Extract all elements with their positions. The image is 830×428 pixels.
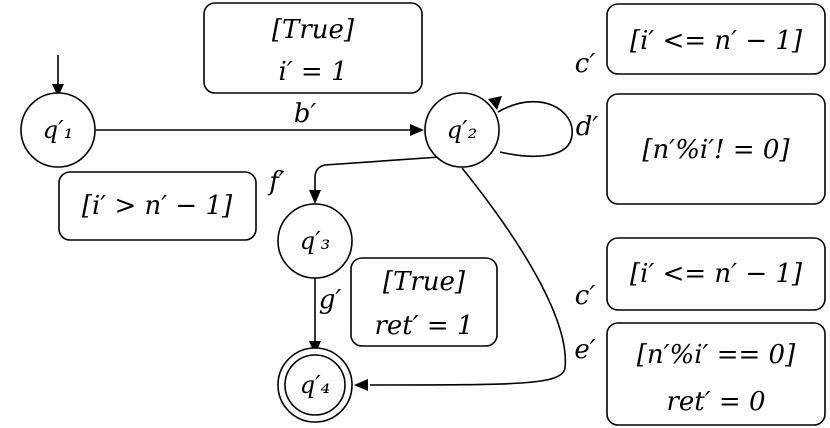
initial-arrowhead: [52, 84, 64, 97]
guard-box-c-bottom: [i′ <= n′ − 1]: [606, 237, 826, 311]
state-q3-label: q′₃: [300, 227, 330, 255]
guard-box-e: [n′%i′ == 0] ret′ = 0: [606, 322, 826, 426]
edge-e-label: e′: [574, 335, 595, 365]
guard-box-f: [i′ > n′ − 1]: [58, 171, 257, 241]
edge-f: [314, 156, 441, 192]
edge-d-arrowhead: [488, 96, 502, 110]
state-q1-label: q′₁: [43, 116, 73, 144]
state-q2: q′₂: [424, 92, 500, 168]
guard-f-condition: [i′ > n′ − 1]: [82, 191, 233, 221]
edge-f-arrowhead: [309, 190, 321, 204]
state-q1: q′₁: [20, 92, 96, 168]
guard-box-g: [True] ret′ = 1: [350, 257, 498, 347]
state-q4-label: q′₄: [300, 371, 330, 399]
edge-b-arrowhead: [410, 124, 424, 136]
state-q3: q′₃: [277, 203, 353, 279]
edge-g-label: g′: [319, 285, 342, 315]
state-q2-label: q′₂: [447, 116, 477, 144]
edge-e: [369, 167, 567, 386]
guard-g-action: ret′ = 1: [374, 311, 473, 341]
guard-e-condition: [n′%i′ == 0]: [637, 340, 796, 370]
edge-f-label: f′: [267, 167, 285, 197]
guard-box-d: [n′%i′! = 0]: [606, 93, 826, 205]
edge-e-arrowhead: [354, 379, 368, 391]
guard-d-condition: [n′%i′! = 0]: [642, 135, 790, 165]
guard-box-c-top: [i′ <= n′ − 1]: [606, 3, 826, 75]
guard-c-top-condition: [i′ <= n′ − 1]: [630, 26, 803, 56]
edge-c-label-bottom: c′: [575, 281, 596, 311]
edge-b-label: b′: [294, 99, 317, 129]
guard-e-action: ret′ = 0: [666, 387, 765, 417]
guard-c-bottom-condition: [i′ <= n′ − 1]: [630, 259, 803, 289]
state-q4-final: q′₄: [277, 347, 353, 423]
edge-c-label-top: c′: [575, 49, 596, 79]
edge-d-selfloop: [497, 100, 573, 158]
guard-box-b: [True] i′ = 1: [203, 2, 423, 94]
guard-b-condition: [True]: [272, 15, 355, 45]
edge-d-label: d′: [576, 112, 599, 142]
guard-g-condition: [True]: [383, 267, 466, 297]
guard-b-action: i′ = 1: [278, 57, 347, 87]
